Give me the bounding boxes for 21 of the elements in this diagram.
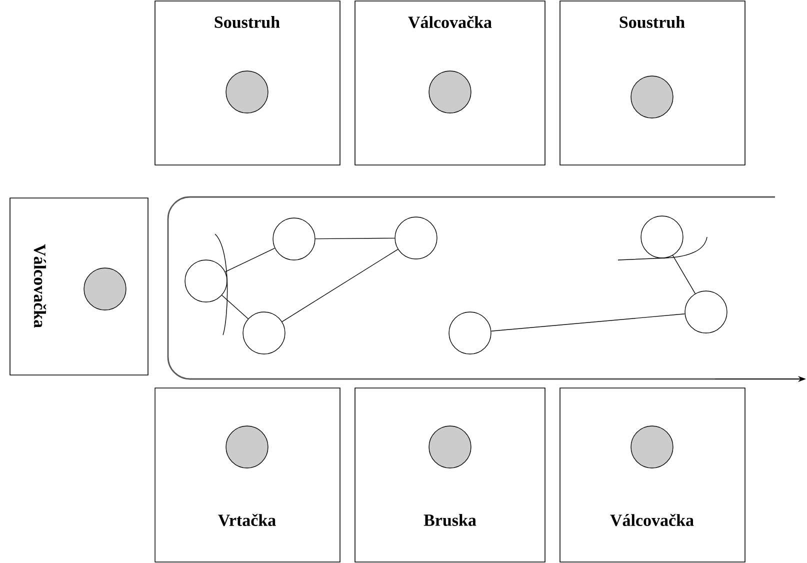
connector-line xyxy=(490,314,686,332)
circle xyxy=(684,290,728,334)
machine-box: Soustruh xyxy=(560,0,746,166)
machine-box: Vrtačka xyxy=(154,388,340,562)
circle xyxy=(242,312,286,354)
circle xyxy=(184,260,228,302)
connector-line xyxy=(282,248,398,322)
conveyor-band xyxy=(167,196,775,380)
connector-line xyxy=(672,255,696,294)
circle xyxy=(394,216,438,260)
connector-line xyxy=(224,248,276,272)
machine-box: Bruska xyxy=(354,388,546,562)
machine-box: Válcovačka xyxy=(354,0,546,166)
machine-box: Válcovačka xyxy=(10,198,148,376)
circle xyxy=(448,312,492,354)
circle xyxy=(640,216,684,258)
machine-box: Soustruh xyxy=(154,0,340,166)
machine-box: Válcovačka xyxy=(560,388,746,562)
connector-line xyxy=(222,294,248,320)
connector-line xyxy=(315,238,395,240)
circle xyxy=(272,218,316,260)
